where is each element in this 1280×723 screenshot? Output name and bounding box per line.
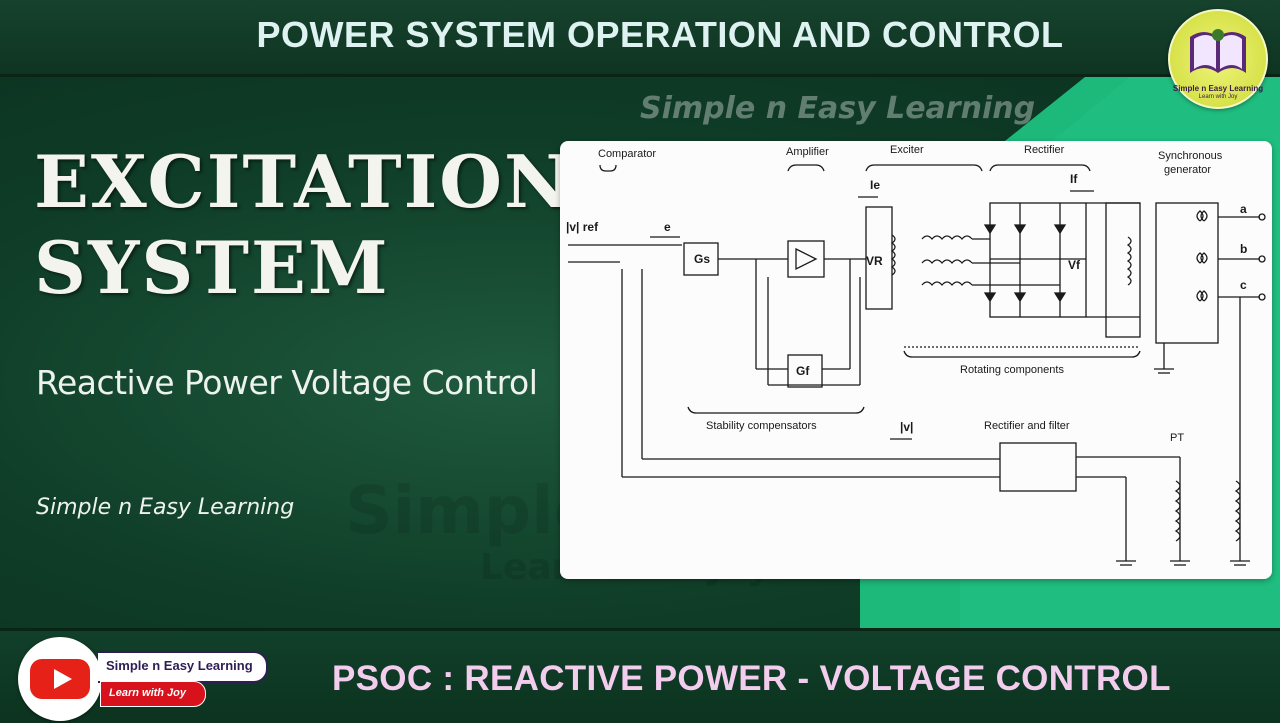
channel-name: Simple n Easy Learning [106, 658, 253, 673]
youtube-logo[interactable] [18, 637, 102, 721]
main-title: EXCITATION SYSTEM [34, 139, 572, 311]
header-bar: POWER SYSTEM OPERATION AND CONTROL [0, 0, 1280, 77]
label-gs: Gs [694, 252, 710, 266]
label-rotating-components: Rotating components [960, 364, 1064, 376]
label-amplifier: Amplifier [786, 146, 829, 158]
label-vf: Vf [1068, 258, 1081, 272]
label-e: e [664, 220, 671, 234]
logo-tagline: Learn with Joy [1198, 94, 1238, 100]
watermark-text-top: Simple n Easy Learning [640, 91, 1036, 126]
label-rectifier-filter: Rectifier and filter [984, 420, 1070, 432]
youtube-play-icon [30, 659, 90, 699]
label-exciter: Exciter [890, 144, 924, 156]
label-vref: |v| ref [566, 220, 599, 234]
channel-tag: Learn with Joy [109, 687, 187, 699]
label-stability-compensators: Stability compensators [706, 420, 817, 432]
label-generator: generator [1164, 164, 1211, 176]
brand-text: Simple n Easy Learning [36, 495, 295, 520]
label-vr: VR [866, 254, 883, 268]
footer-bar: Simple n Easy Learning Learn with Joy PS… [0, 628, 1280, 723]
logo-name: Simple n Easy Learning [1172, 84, 1264, 93]
label-pt: PT [1170, 432, 1184, 444]
slide-area: Simple n Easy Learning EXCITATION SYSTEM… [0, 77, 1280, 628]
label-comparator: Comparator [598, 148, 656, 160]
main-title-line2: SYSTEM [34, 225, 390, 310]
label-c: c [1240, 278, 1247, 292]
label-a: a [1240, 202, 1247, 216]
excitation-system-diagram: Comparator Amplifier Exciter Rectifier S… [560, 141, 1272, 579]
label-rectifier: Rectifier [1024, 144, 1065, 156]
book-logo-icon [1190, 29, 1246, 73]
channel-tag-pill: Learn with Joy [100, 681, 206, 707]
label-gf: Gf [796, 364, 810, 378]
label-if: If [1070, 172, 1078, 186]
label-ie: Ie [870, 178, 880, 192]
label-b: b [1240, 242, 1247, 256]
channel-logo: Simple n Easy Learning Learn with Joy [1168, 9, 1268, 109]
channel-name-pill: Simple n Easy Learning [98, 651, 268, 683]
label-synchronous: Synchronous [1158, 150, 1223, 162]
label-vmag: |v| [900, 420, 913, 434]
footer-title: PSOC : REACTIVE POWER - VOLTAGE CONTROL [332, 659, 1171, 698]
header-title: POWER SYSTEM OPERATION AND CONTROL [256, 14, 1064, 55]
subtitle: Reactive Power Voltage Control [36, 363, 538, 402]
main-title-line1: EXCITATION [34, 139, 572, 224]
